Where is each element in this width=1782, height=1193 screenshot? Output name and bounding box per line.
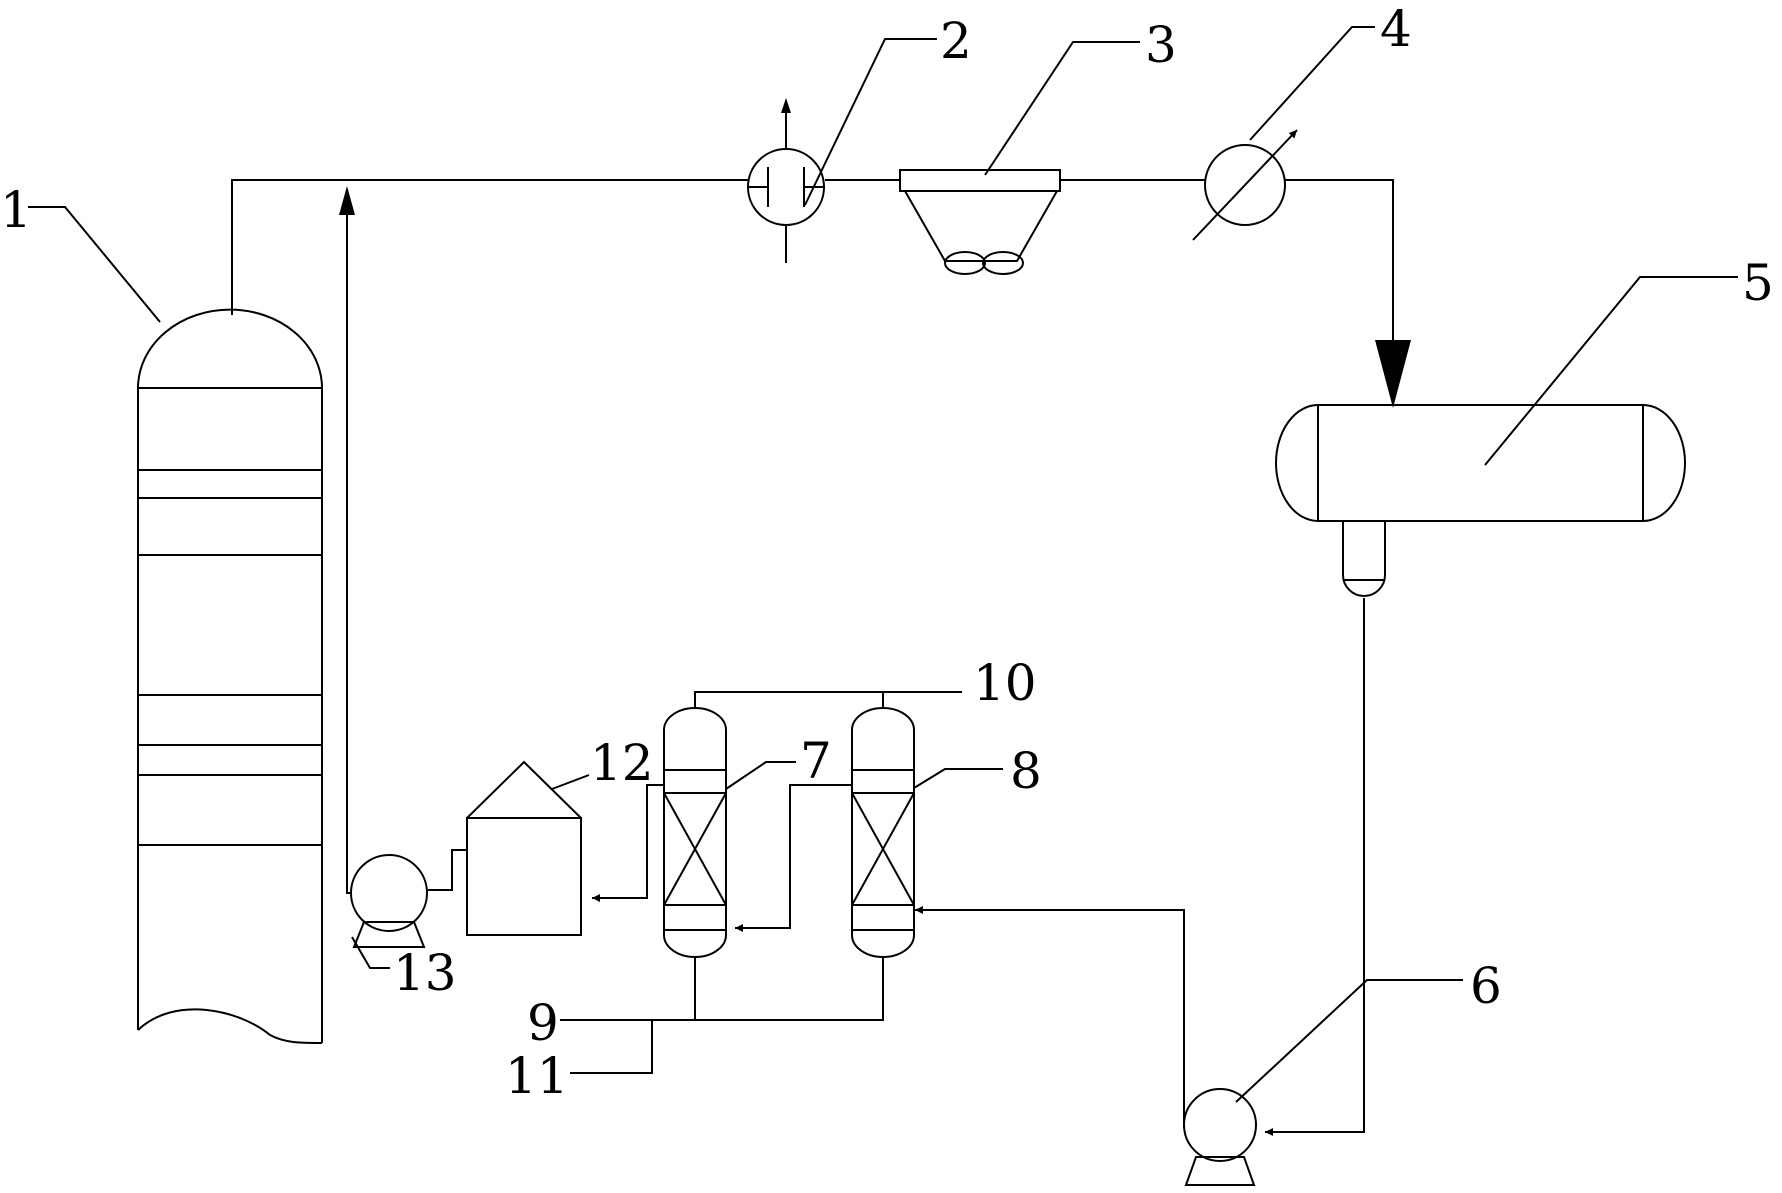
pump-13-symbol <box>339 186 428 948</box>
distillation-column <box>137 308 323 1044</box>
label-adsorber-7: 7 <box>800 732 832 790</box>
overhead-line <box>231 179 1411 408</box>
label-pump-13: 13 <box>393 944 457 1002</box>
label-pump-6: 6 <box>1470 957 1502 1015</box>
adsorber-8-symbol <box>851 707 915 958</box>
label-air-cooler: 3 <box>1145 16 1177 74</box>
label-adsorber-8: 8 <box>1010 742 1042 800</box>
label-reflux-tank: 5 <box>1742 254 1774 312</box>
label-heat-exchanger: 4 <box>1380 0 1412 58</box>
valve-symbol <box>747 98 825 263</box>
labels: 1 2 3 4 5 6 7 8 9 10 11 12 13 <box>0 0 1774 1105</box>
adsorber-7-symbol <box>663 707 727 958</box>
label-line-11: 11 <box>505 1047 569 1105</box>
pump-6-symbol <box>915 906 1257 1186</box>
label-valve: 2 <box>940 12 972 70</box>
label-column: 1 <box>0 181 32 239</box>
reflux-tank-symbol <box>1275 404 1686 597</box>
heat-exchanger-symbol <box>1192 129 1298 241</box>
storage-tank-symbol <box>428 760 582 936</box>
label-line-10: 10 <box>973 654 1037 712</box>
leader-lines <box>28 26 1738 1103</box>
drain-line <box>1265 598 1365 1136</box>
label-storage-tank: 12 <box>590 734 654 792</box>
label-line-9: 9 <box>527 994 559 1052</box>
adsorber-piping <box>560 691 962 1074</box>
air-cooler-symbol <box>899 169 1061 275</box>
